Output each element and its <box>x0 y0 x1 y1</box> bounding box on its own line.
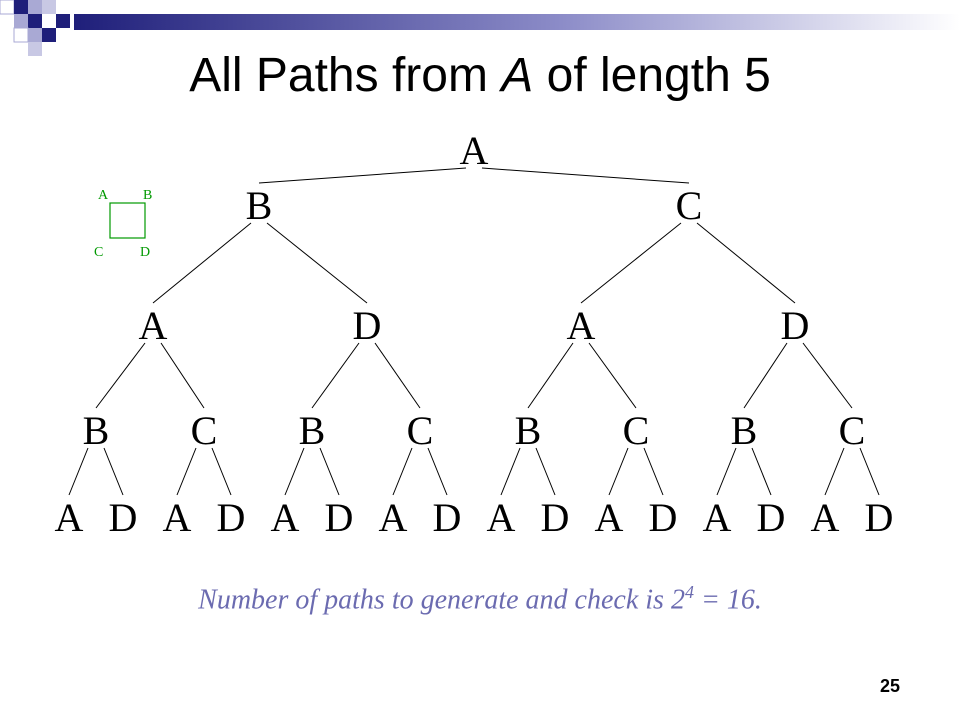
tree-node-a: A <box>811 495 840 540</box>
page-number: 25 <box>879 676 900 696</box>
tree-edge <box>743 342 788 409</box>
tree-node-b: B <box>515 408 542 453</box>
mini-graph-label: A <box>98 188 109 203</box>
deco-square <box>28 0 42 14</box>
mini-graph-square <box>109 202 146 239</box>
deco-square <box>14 0 28 14</box>
tree-edges <box>68 167 880 496</box>
tree-node-d: D <box>781 303 810 348</box>
tree-edge <box>284 447 305 496</box>
tree-edge <box>319 447 340 496</box>
tree-edge <box>211 447 232 496</box>
tree-node-d: D <box>433 495 462 540</box>
tree-edge <box>95 342 146 409</box>
slide-title: All Paths from A of length 5 <box>0 48 960 103</box>
title-prefix: All Paths from <box>189 49 502 102</box>
tree-edge <box>696 222 796 304</box>
tree-edge <box>580 222 682 304</box>
tree-edge <box>824 447 845 496</box>
tree-edge <box>500 447 521 496</box>
mini-graph-label: D <box>140 245 150 260</box>
tree-node-b: B <box>731 408 758 453</box>
tree-node-d: D <box>109 495 138 540</box>
tree-edge <box>716 447 737 496</box>
deco-square <box>56 14 70 28</box>
caption-suffix: = 16. <box>693 584 762 616</box>
tree-node-d: D <box>353 303 382 348</box>
tree-edge <box>68 447 89 496</box>
tree-node-a: A <box>703 495 732 540</box>
mini-graph-label: C <box>94 245 103 260</box>
tree-node-a: A <box>567 303 596 348</box>
tree-edge <box>481 167 690 184</box>
tree-node-d: D <box>541 495 570 540</box>
tree-node-d: D <box>865 495 894 540</box>
caption-prefix: Number of paths to generate and check is… <box>198 584 685 616</box>
mini-graph-legend: A B C D <box>94 188 152 260</box>
tree-edge <box>608 447 629 496</box>
tree-node-a: A <box>460 128 489 173</box>
tree-node-a: A <box>379 495 408 540</box>
tree-edge <box>751 447 772 496</box>
tree-edge <box>392 447 413 496</box>
tree-edge <box>258 167 467 184</box>
tree-edge <box>427 447 448 496</box>
tree-node-c: C <box>191 408 218 453</box>
tree-edge <box>266 222 368 304</box>
tree-node-a: A <box>163 495 192 540</box>
tree-edge <box>588 342 637 409</box>
tree-node-d: D <box>757 495 786 540</box>
tree-edge <box>535 447 556 496</box>
tree-node-a: A <box>271 495 300 540</box>
tree-edge <box>311 342 360 409</box>
title-italic: A <box>501 49 534 102</box>
caption-exponent: 4 <box>684 582 694 602</box>
tree-node-b: B <box>246 183 273 228</box>
deco-square <box>28 14 42 28</box>
deco-square <box>42 28 56 42</box>
tree-node-a: A <box>55 495 84 540</box>
deco-square <box>28 42 42 56</box>
tree-edge <box>859 447 880 496</box>
corner-decoration <box>0 0 960 56</box>
tree-edge <box>160 342 205 409</box>
caption: Number of paths to generate and check is… <box>0 582 960 616</box>
tree-node-c: C <box>407 408 434 453</box>
deco-square <box>14 14 28 28</box>
tree-node-b: B <box>83 408 110 453</box>
tree-edge <box>152 222 252 304</box>
title-suffix: of length 5 <box>533 49 771 102</box>
tree-node-c: C <box>623 408 650 453</box>
tree-node-d: D <box>649 495 678 540</box>
tree-node-a: A <box>487 495 516 540</box>
tree-edge <box>802 342 853 409</box>
mini-graph-label: B <box>143 188 152 203</box>
header-band <box>74 14 960 30</box>
tree-node-c: C <box>839 408 866 453</box>
tree-node-b: B <box>299 408 326 453</box>
tree-edge <box>103 447 124 496</box>
tree-edge <box>643 447 664 496</box>
tree-node-d: D <box>217 495 246 540</box>
tree-node-a: A <box>595 495 624 540</box>
tree-edge <box>374 342 421 409</box>
deco-square <box>28 28 42 42</box>
tree-node-d: D <box>325 495 354 540</box>
tree-edge <box>527 342 574 409</box>
tree-edge <box>176 447 197 496</box>
tree-node-c: C <box>676 183 703 228</box>
tree-node-a: A <box>139 303 168 348</box>
deco-square <box>42 0 56 14</box>
